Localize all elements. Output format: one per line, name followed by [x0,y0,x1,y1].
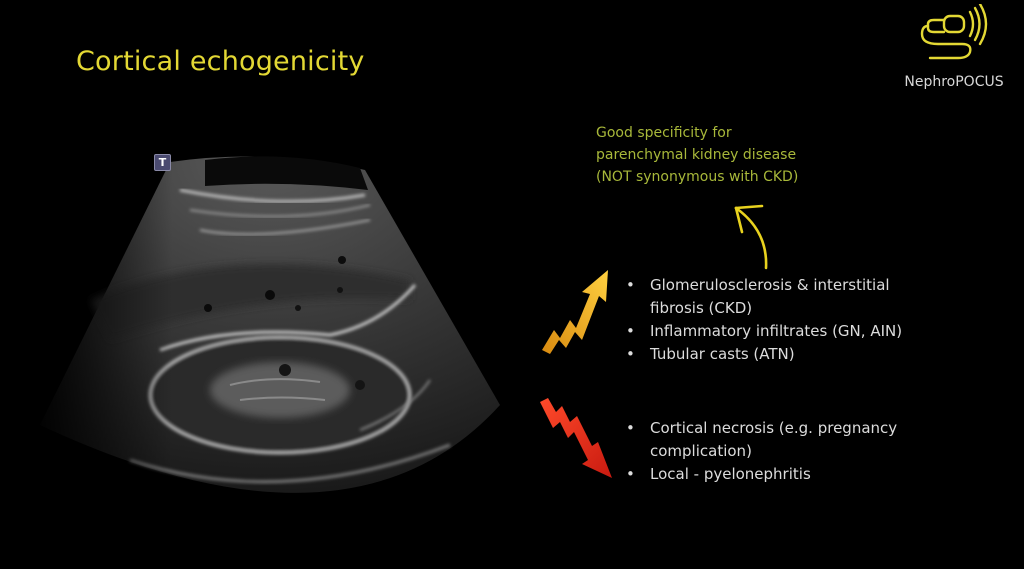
list-item: Inflammatory infiltrates (GN, AIN) [626,320,946,343]
trend-down-arrow-icon [540,398,612,478]
list-item: Tubular casts (ATN) [626,343,946,366]
list-item: Glomerulosclerosis & interstitial fibros… [626,274,946,320]
note-line: parenchymal kidney disease [596,147,797,163]
ultrasound-orientation-badge: T [154,154,171,171]
list-item: Cortical necrosis (e.g. pregnancy compli… [626,417,946,463]
note-line: (NOT synonymous with CKD) [596,169,799,185]
curved-arrow-icon [734,204,768,270]
slide-title: Cortical echogenicity [76,46,365,77]
ultrasound-probe-icon [920,4,988,60]
specificity-note: Good specificity for parenchymal kidney … [596,122,798,188]
nephropocus-logo: NephroPOCUS [894,4,1014,92]
increased-echogenicity-list: Glomerulosclerosis & interstitial fibros… [626,274,946,366]
logo-text: NephroPOCUS [904,74,1004,90]
decreased-echogenicity-list: Cortical necrosis (e.g. pregnancy compli… [626,417,946,486]
list-item: Local - pyelonephritis [626,463,946,486]
kidney-ultrasound-image [30,150,505,520]
trend-up-arrow-icon [542,270,608,354]
note-line: Good specificity for [596,125,732,141]
